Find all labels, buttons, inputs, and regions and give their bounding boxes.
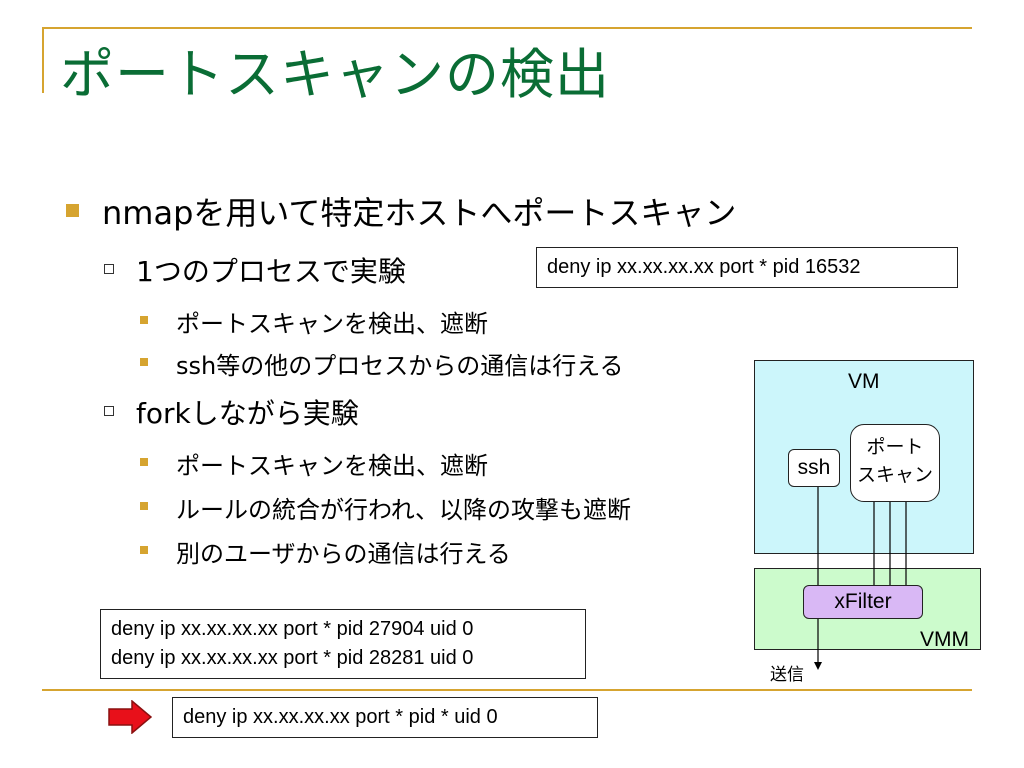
bullet-text: ポートスキャンを検出、遮断 — [176, 310, 488, 338]
vmm-label: VMM — [920, 628, 969, 651]
bullet-text: 1つのプロセスで実験 — [136, 255, 406, 288]
square-bullet-icon — [140, 358, 148, 366]
rule-box-merged: deny ip xx.xx.xx.xx port * pid * uid 0 — [172, 697, 598, 738]
rule-line: deny ip xx.xx.xx.xx port * pid * uid 0 — [183, 706, 498, 728]
bullet-text: ssh等の他のプロセスからの通信は行える — [176, 352, 624, 380]
rule-box-fork: deny ip xx.xx.xx.xx port * pid 27904 uid… — [100, 609, 586, 679]
xfilter-box: xFilter — [803, 585, 923, 619]
portscan-process-box: ポート スキャン — [850, 424, 940, 502]
rule-line: deny ip xx.xx.xx.xx port * pid 28281 uid… — [111, 647, 474, 669]
ssh-process-box: ssh — [788, 449, 840, 487]
right-arrow-icon — [108, 700, 152, 734]
rule-box-single: deny ip xx.xx.xx.xx port * pid 16532 — [536, 247, 958, 288]
square-bullet-icon — [140, 546, 148, 554]
portscan-label-line: ポート — [866, 436, 924, 458]
rule-line: deny ip xx.xx.xx.xx port * pid 16532 — [547, 256, 861, 278]
square-bullet-icon — [66, 204, 79, 217]
vm-label: VM — [848, 370, 880, 393]
hollow-square-bullet-icon — [104, 406, 114, 416]
hollow-square-bullet-icon — [104, 264, 114, 274]
send-label: 送信 — [770, 665, 804, 685]
slide-title: ポートスキャンの検出 — [60, 43, 610, 106]
bullet-text: ルールの統合が行われ、以降の攻撃も遮断 — [176, 496, 632, 524]
bullet-text: 別のユーザからの通信は行える — [176, 540, 511, 568]
bullet-text: nmapを用いて特定ホストへポートスキャン — [102, 194, 737, 232]
square-bullet-icon — [140, 502, 148, 510]
bullet-text: forkしながら実験 — [136, 397, 359, 430]
square-bullet-icon — [140, 316, 148, 324]
rule-line: deny ip xx.xx.xx.xx port * pid 27904 uid… — [111, 618, 474, 640]
portscan-label-line: スキャン — [856, 464, 933, 486]
title-rule-top — [42, 27, 972, 29]
bullet-text: ポートスキャンを検出、遮断 — [176, 452, 488, 480]
square-bullet-icon — [140, 458, 148, 466]
bottom-rule — [42, 689, 972, 691]
title-rule-left — [42, 27, 44, 93]
